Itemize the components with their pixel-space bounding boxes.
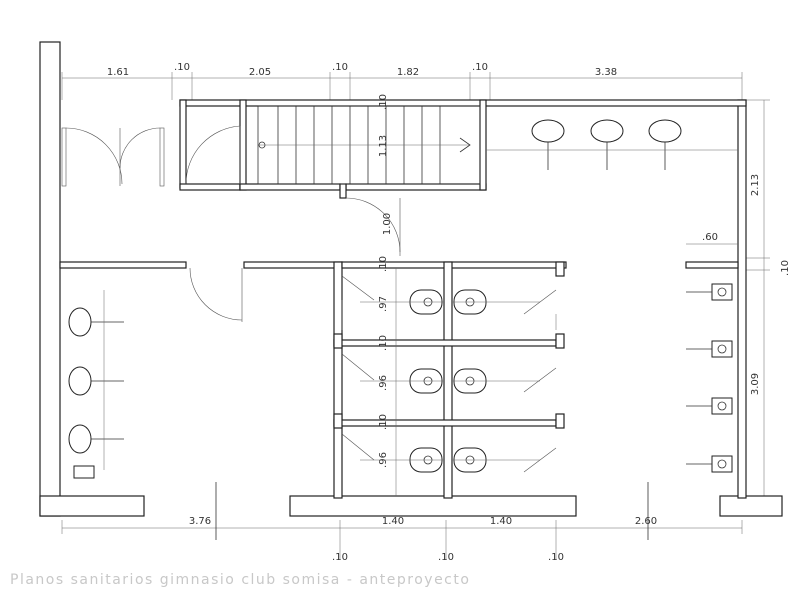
wall-upper-left-bottom: [179, 183, 241, 191]
wall-bottom-middle: [289, 495, 577, 517]
toilet-6: [452, 447, 540, 473]
dim-top-1: 1.61: [107, 67, 129, 78]
drawing-caption: Planos sanitarios gimnasio club somisa -…: [10, 572, 470, 588]
wall-stall-center: [443, 261, 453, 499]
toilet-1: [360, 289, 444, 315]
sinks-upper: [486, 119, 738, 170]
dim-stall-1: .97: [378, 296, 389, 312]
wall-stair-door-jamb: [339, 183, 347, 199]
dim-top-4: .10: [332, 62, 348, 73]
dim-bottom-1: 3.76: [189, 516, 211, 527]
wall-top: [179, 99, 747, 107]
dim-top-6: .10: [472, 62, 488, 73]
wall-stall-left: [333, 261, 343, 499]
dim-stall-wall-1: .10: [378, 335, 389, 351]
lower-left-door: [189, 267, 243, 322]
wall-stair-bottom-left: [239, 183, 341, 191]
walls: [39, 41, 783, 517]
wall-left-exterior: [39, 41, 61, 517]
dim-top-7: 3.38: [595, 67, 617, 78]
dim-top-2: .10: [174, 62, 190, 73]
dim-bottom-wall-2: .10: [438, 552, 454, 563]
dim-bottom-4: 2.60: [635, 516, 657, 527]
wall-stall-left-stub-3: [333, 413, 343, 429]
dim-door-width: 1.00: [382, 213, 393, 235]
dim-top-5: 1.82: [397, 67, 419, 78]
sink-lower-2: [68, 366, 92, 396]
dim-bottom-3: 1.40: [490, 516, 512, 527]
sink-lower-1: [68, 307, 92, 337]
upper-left-door: [185, 125, 241, 185]
wall-stall-row-2: [333, 419, 557, 427]
dim-bottom-wall-3: .10: [548, 552, 564, 563]
dim-top-3: 2.05: [249, 67, 271, 78]
sink-upper-3: [648, 119, 682, 143]
toilet-stalls: .97 .10 .96 .10 .96: [341, 268, 557, 496]
sink-lower-3: [68, 424, 92, 454]
toilet-5: [452, 368, 540, 394]
dim-bottom-2: 1.40: [382, 516, 404, 527]
dim-stall-wall-2: .10: [378, 414, 389, 430]
dim-stair-depth: 1.13: [378, 135, 389, 157]
wall-stall-row-1: [333, 339, 557, 347]
corridor-door: 1.00 .10: [345, 197, 401, 272]
sinks-lower: [68, 290, 124, 479]
toilet-3: [360, 447, 444, 473]
wall-stall-right-stub-2: [555, 333, 565, 349]
wall-divider-right: [685, 261, 739, 269]
dim-right-1: 2.13: [750, 174, 761, 196]
urinals: .60: [686, 232, 738, 473]
wall-stair-bottom-right: [345, 183, 487, 191]
wall-stair-left: [239, 99, 247, 191]
floor-drain: [73, 465, 95, 479]
dim-right-3: 3.09: [750, 373, 761, 395]
dim-right-2: .10: [780, 260, 791, 276]
right-dimension-chain: 2.13 .10 3.09: [740, 99, 791, 499]
urinal-1: [686, 283, 733, 301]
wall-divider-middle: [243, 261, 343, 269]
toilet-2: [360, 368, 444, 394]
sink-upper-2: [590, 119, 624, 143]
wall-divider-left: [59, 261, 187, 269]
urinal-4: [686, 455, 733, 473]
wall-stair-right: [479, 99, 487, 191]
dim-door-wall: .10: [378, 256, 389, 272]
section-axis-lines: [215, 482, 649, 540]
dim-stall-2: .96: [378, 375, 389, 391]
urinal-2: [686, 340, 733, 358]
urinal-3: [686, 397, 733, 415]
wall-right: [737, 99, 747, 499]
wall-upper-left: [179, 99, 187, 189]
dim-urinal-width: .60: [702, 232, 718, 243]
top-dimension-chain: 1.61 .10 2.05 .10 1.82 .10 3.38: [61, 62, 743, 100]
wall-stall-right-stub-1: [555, 261, 565, 277]
bottom-dimension-chain: 3.76 1.40 1.40 2.60 .10 .10 .10: [61, 516, 743, 563]
wall-stall-right-stub-3: [555, 413, 565, 429]
dim-stall-3: .96: [378, 452, 389, 468]
dim-bottom-wall-1: .10: [332, 552, 348, 563]
dim-stair-wall: .10: [378, 94, 389, 110]
toilet-4: [452, 289, 540, 315]
entry-double-door: [61, 127, 165, 187]
wall-stall-left-stub-2: [333, 333, 343, 349]
sink-upper-1: [531, 119, 565, 143]
wall-stall-top: [341, 261, 567, 269]
wall-bottom-right: [719, 495, 783, 517]
wall-bottom-left: [39, 495, 145, 517]
stair: 1.13 .10: [257, 94, 481, 185]
